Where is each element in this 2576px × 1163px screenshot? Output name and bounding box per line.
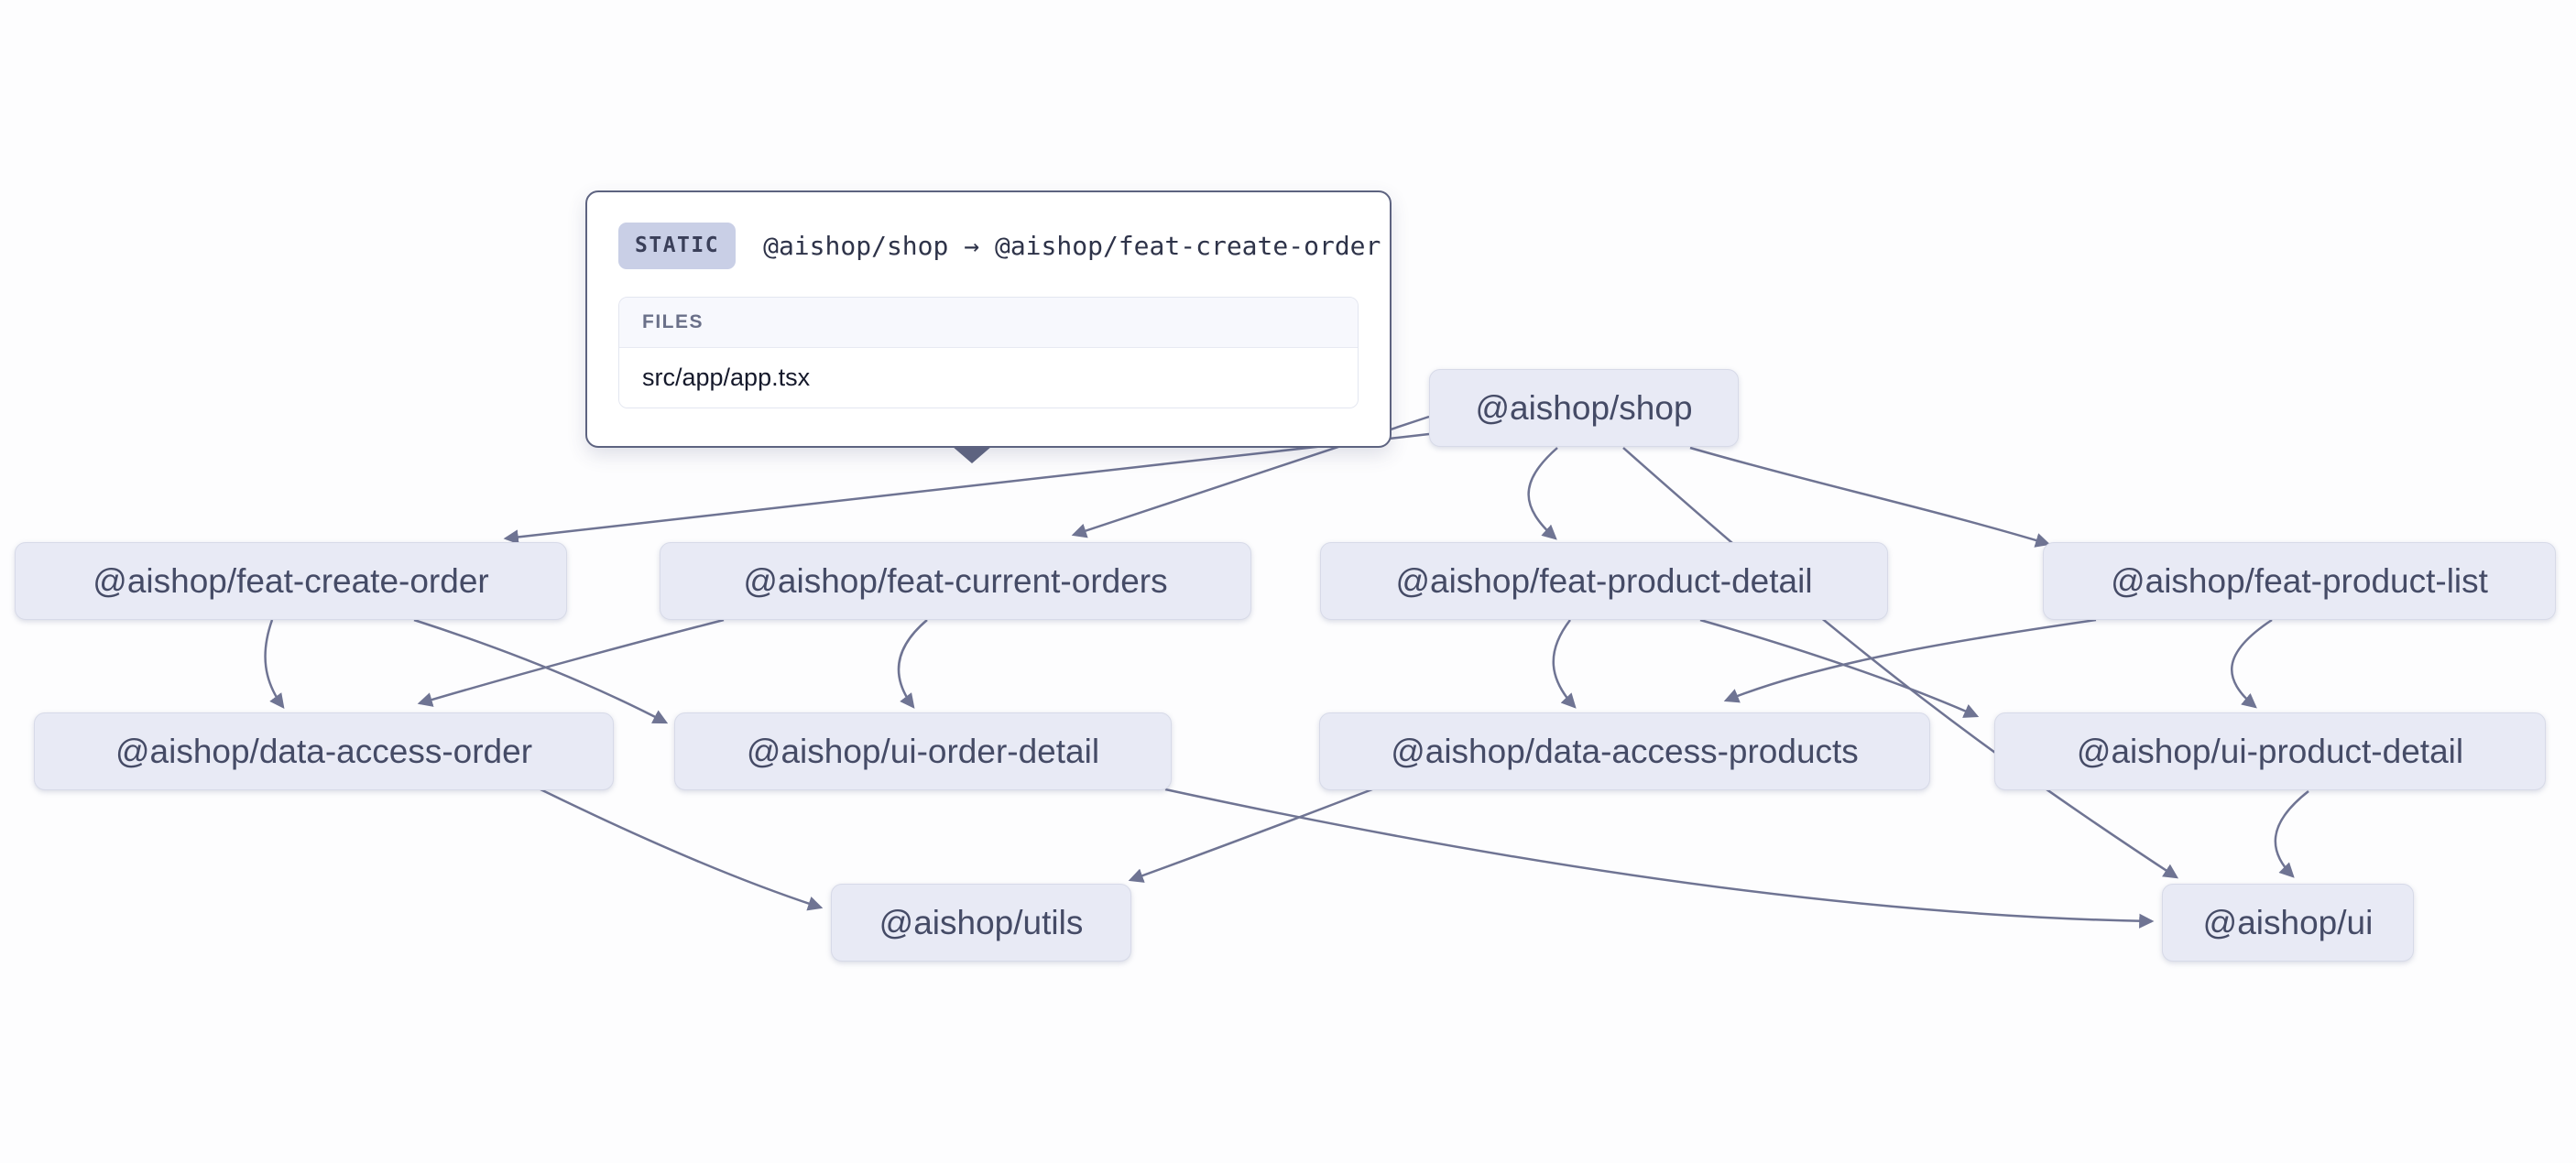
graph-node-data-access-order[interactable]: @aishop/data-access-order [34, 712, 614, 790]
edge-ui-product-detail-to-ui[interactable] [2274, 790, 2309, 878]
edge-ui-order-detail-to-ui[interactable] [1164, 788, 2155, 929]
edge-data-access-order-to-utils[interactable] [540, 788, 824, 911]
edge-type-badge: STATIC [618, 222, 737, 269]
graph-node-ui-order-detail[interactable]: @aishop/ui-order-detail [674, 712, 1172, 790]
graph-node-ui[interactable]: @aishop/ui [2162, 884, 2414, 962]
graph-node-feat-create-order[interactable]: @aishop/feat-create-order [15, 542, 567, 620]
graph-node-shop[interactable]: @aishop/shop [1429, 369, 1739, 447]
edge-feat-product-detail-to-data-access-products[interactable] [1552, 619, 1577, 709]
graph-node-data-access-products[interactable]: @aishop/data-access-products [1319, 712, 1930, 790]
graph-node-ui-product-detail[interactable]: @aishop/ui-product-detail [1994, 712, 2546, 790]
edge-shop-to-ui[interactable] [1622, 447, 2179, 879]
file-list-item: src/app/app.tsx [619, 348, 1358, 408]
edge-feat-create-order-to-data-access-order[interactable] [264, 619, 285, 709]
edge-shop-to-feat-product-list[interactable] [1689, 446, 2051, 548]
edge-shop-to-feat-create-order[interactable] [503, 432, 1430, 545]
edge-tooltip-header: STATIC @aishop/shop → @aishop/feat-creat… [618, 216, 1381, 275]
edge-feat-product-list-to-data-access-products[interactable] [1723, 618, 2097, 703]
edge-tooltip: STATIC @aishop/shop → @aishop/feat-creat… [585, 190, 1392, 448]
edge-feat-product-detail-to-ui-product-detail[interactable] [1699, 618, 1980, 718]
edge-feat-current-orders-to-ui-order-detail[interactable] [897, 619, 928, 709]
files-header: FILES [619, 298, 1358, 348]
graph-node-utils[interactable]: @aishop/utils [831, 884, 1131, 962]
graph-node-feat-product-list[interactable]: @aishop/feat-product-list [2043, 542, 2556, 620]
edge-data-access-products-to-utils[interactable] [1128, 788, 1373, 883]
graph-node-feat-product-detail[interactable]: @aishop/feat-product-detail [1320, 542, 1888, 620]
edge-shop-to-feat-product-detail[interactable] [1527, 447, 1558, 540]
tooltip-pointer-icon [952, 446, 992, 463]
edge-feat-product-list-to-ui-product-detail[interactable] [2231, 618, 2273, 709]
graph-node-feat-current-orders[interactable]: @aishop/feat-current-orders [660, 542, 1251, 620]
edge-feat-current-orders-to-data-access-order[interactable] [417, 618, 725, 707]
edge-feat-create-order-to-ui-order-detail[interactable] [413, 618, 669, 724]
files-box: FILES src/app/app.tsx [618, 297, 1359, 408]
edge-tooltip-title: @aishop/shop → @aishop/feat-create-order [763, 230, 1381, 261]
